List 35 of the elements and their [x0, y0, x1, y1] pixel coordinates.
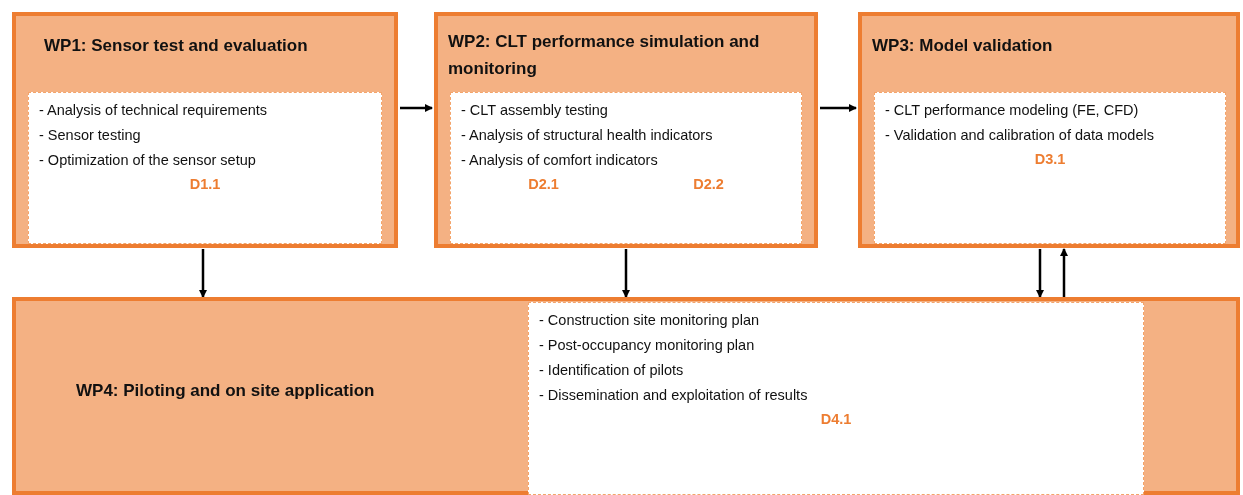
task-item: - Analysis of structural health indicators: [461, 126, 714, 145]
work-package-title: WP3: Model validation: [872, 35, 1054, 57]
task-item: - Dissemination and exploitation of results: [539, 386, 809, 405]
work-package-box: [858, 12, 1240, 248]
work-package-box: [12, 297, 1240, 495]
task-item: - Validation and calibration of data models: [885, 126, 1155, 145]
arrow: [1036, 249, 1044, 298]
deliverable-label: D3.1: [1034, 151, 1066, 167]
arrow: [622, 249, 630, 298]
task-item: - CLT assembly testing: [461, 101, 609, 120]
deliverable-label: D4.1: [820, 411, 852, 427]
work-package-box: [12, 12, 398, 248]
task-list-box: [874, 92, 1226, 244]
deliverable-label: D2.2: [693, 176, 724, 192]
work-package-box: [434, 12, 818, 248]
arrow: [199, 249, 207, 298]
task-item: - Construction site monitoring plan: [539, 311, 761, 330]
arrow: [400, 104, 433, 112]
task-item: - Sensor testing: [39, 126, 142, 145]
task-item: - CLT performance modeling (FE, CFD): [885, 101, 1140, 120]
work-package-title: WP4: Piloting and on site application: [76, 380, 376, 402]
work-package-title: WP2: CLT performance simulation and monitoring: [448, 31, 761, 80]
task-list-box: [528, 302, 1144, 495]
task-item: - Identification of pilots: [539, 361, 685, 380]
task-item: - Analysis of comfort indicators: [461, 151, 659, 170]
deliverable-label: D1.1: [189, 176, 221, 192]
task-item: - Post-occupancy monitoring plan: [539, 336, 756, 355]
task-item: - Analysis of technical requirements: [39, 101, 269, 120]
task-list-box: [28, 92, 382, 244]
task-item: - Optimization of the sensor setup: [39, 151, 257, 170]
arrow: [820, 104, 857, 112]
arrow: [1060, 248, 1068, 297]
task-list-box: [450, 92, 802, 244]
deliverable-label: D2.1: [528, 176, 559, 192]
work-package-title: WP1: Sensor test and evaluation: [44, 35, 309, 57]
